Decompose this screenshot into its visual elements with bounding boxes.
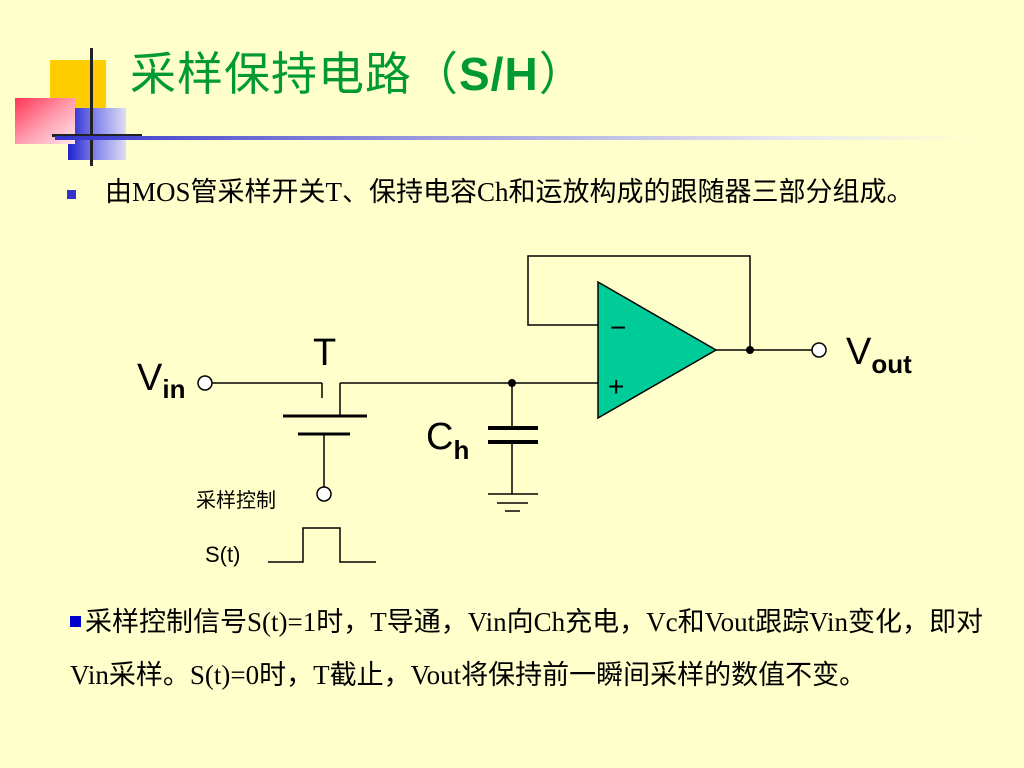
switch-label: T [313,332,336,374]
opamp-plus-label: + [608,371,624,402]
vout-label: Vout [846,331,912,379]
title-close-paren: ） [538,47,586,101]
bullet-icon [67,190,76,199]
paragraph-explanation: 采样控制信号S(t)=1时，T导通，Vin向Ch充电，Vc和Vout跟踪Vin变… [70,596,1000,702]
bullet-icon-2 [70,616,81,628]
node-cap [508,379,516,387]
pulse-waveform [268,527,376,563]
node-output [746,346,754,354]
vin-label: Vin [137,357,185,404]
cap-label: Ch [426,416,469,465]
deco-horizontal-line [52,134,142,137]
title-chinese: 采样保持电路（ [130,47,459,101]
signal-label: S(t) [205,542,240,567]
title-underline [55,136,975,140]
deco-vertical-line [90,48,93,166]
vout-terminal [811,342,827,358]
paragraph-explanation-text: 采样控制信号S(t)=1时，T导通，Vin向Ch充电，Vc和Vout跟踪Vin变… [70,607,983,690]
title-latin: S/H [459,48,539,100]
control-terminal [316,486,332,502]
slide-title: 采样保持电路（S/H） [130,38,586,104]
paragraph-intro: 由MOS管采样开关T、保持电容Ch和运放构成的跟随器三部分组成。 [105,177,914,207]
opamp-minus-label: − [610,312,626,343]
control-label: 采样控制 [196,489,276,512]
vin-terminal [197,375,213,391]
opamp-triangle [597,280,718,420]
feedback-wire [527,255,751,350]
